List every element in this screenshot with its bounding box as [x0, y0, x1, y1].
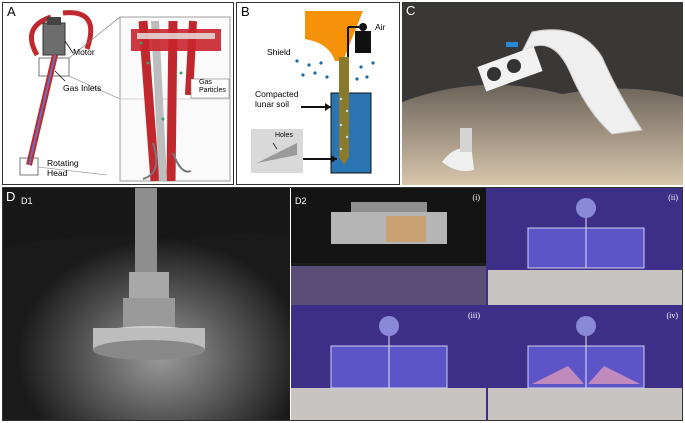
drill-diagram	[19, 10, 231, 182]
panel-b: B Air Shield Compacted lun	[236, 2, 400, 185]
panel-d1: D1	[3, 188, 290, 420]
panel-a: A Motor Gas Inlets	[2, 2, 234, 185]
d1-label: D1	[21, 196, 33, 206]
d2-frame-i: (i)	[291, 188, 486, 305]
panel-d-letter: D	[6, 189, 16, 204]
label-ii: (ii)	[668, 193, 678, 202]
label-iii: (iii)	[468, 311, 480, 320]
d2-label: D2	[295, 196, 307, 206]
panel-b-letter: B	[241, 4, 250, 19]
d2-frame-ii: (ii)	[488, 188, 682, 305]
label-i: (i)	[472, 193, 480, 202]
air-drill-diagram	[251, 11, 375, 174]
d2-frame-iv: (iv)	[488, 306, 682, 420]
panel-d: D D1 D2	[2, 187, 683, 421]
panel-a-letter: A	[7, 4, 16, 19]
label-iv: (iv)	[666, 311, 678, 320]
d2-frame-iii: (iii)	[291, 306, 486, 420]
label-rotating-head: Rotating Head	[47, 158, 79, 178]
soft-robot-photo	[402, 2, 683, 185]
label-shield: Shield	[267, 47, 291, 57]
label-gas-inlets: Gas Inlets	[63, 83, 102, 93]
label-gas-particles: Gas Particles	[199, 79, 226, 94]
label-motor: Motor	[73, 47, 95, 57]
panel-d2: D2 (i) (ii)	[291, 188, 682, 420]
panel-c: C	[402, 2, 683, 185]
panel-c-letter: C	[406, 3, 416, 18]
sampler-render	[3, 188, 290, 420]
label-compacted: Compacted lunar soil	[255, 89, 299, 109]
label-holes: Holes	[275, 132, 293, 139]
label-air: Air	[375, 22, 386, 32]
